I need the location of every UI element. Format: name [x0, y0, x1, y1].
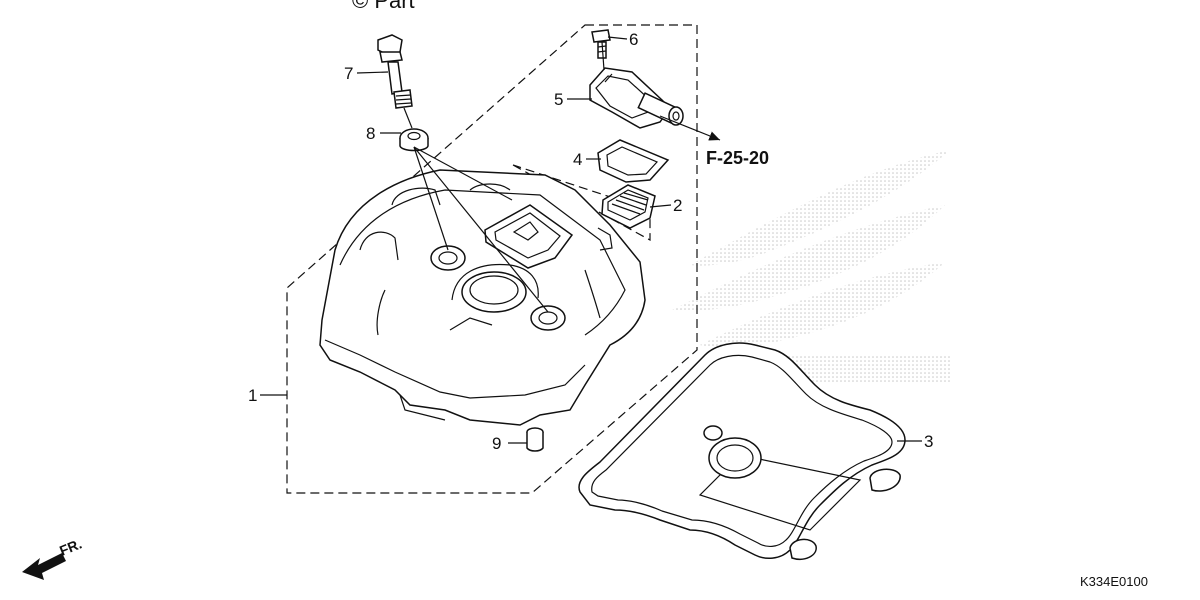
watermark-wing-logo [672, 150, 950, 383]
cylinder-head-cover [319, 169, 646, 426]
front-direction-indicator: FR. [22, 535, 84, 580]
callout-3: 3 [924, 432, 933, 451]
breather-separator [601, 184, 656, 229]
callout-4: 4 [573, 150, 582, 169]
callouts: 1 2 3 4 5 6 7 8 9 [248, 30, 933, 453]
front-arrow-icon [22, 553, 66, 580]
copyright-text: © Part [352, 0, 415, 13]
reference-link[interactable]: F-25-20 [706, 148, 769, 168]
bolt-washer [399, 128, 429, 152]
callout-1: 1 [248, 386, 257, 405]
assembly-boundary [286, 24, 698, 494]
callout-6: 6 [629, 30, 638, 49]
callout-7: 7 [344, 64, 353, 83]
callout-9: 9 [492, 434, 501, 453]
front-label: FR. [57, 535, 84, 558]
head-cover-gasket [578, 342, 906, 560]
callout-5: 5 [554, 90, 563, 109]
diagram-code: K334E0100 [1080, 574, 1148, 589]
callout-8: 8 [366, 124, 375, 143]
callout-2: 2 [673, 196, 682, 215]
breather-gasket [597, 139, 670, 183]
dowel-pin [526, 427, 544, 452]
cover-bolt [377, 34, 413, 109]
leader-lines [260, 36, 922, 444]
breather-cover-bolt [591, 29, 611, 59]
